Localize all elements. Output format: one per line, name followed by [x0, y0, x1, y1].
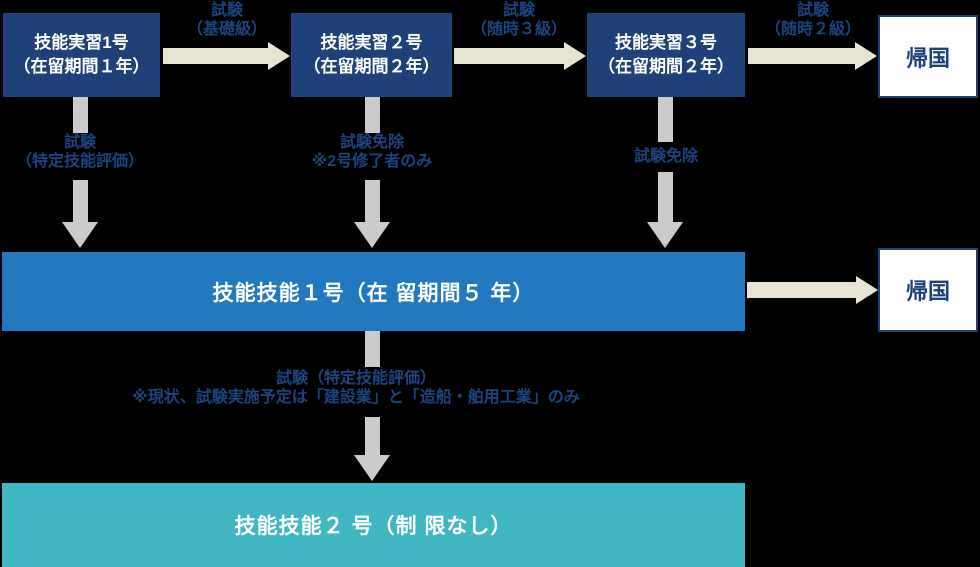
box-return-top: 帰国	[878, 15, 978, 98]
arrow-down-2-icon	[354, 180, 390, 248]
box-ginou-jisshu-1-line1: 技能実習1号	[34, 33, 129, 53]
arrow-shaft	[747, 282, 856, 298]
arrow-head	[856, 276, 878, 304]
box-return-top-label: 帰国	[905, 45, 950, 71]
label-exam-exempt-3: 試験免除	[634, 147, 698, 166]
label-exam-grade2-line1: 試験	[796, 2, 830, 19]
box-ginou-jisshu-2: 技能実習２号 （在留期間２年）	[291, 13, 452, 97]
box-ginou-jisshu-3-line1: 技能実習３号	[615, 33, 717, 53]
arrow-shaft	[748, 48, 855, 64]
label-exam-tokutei-note-line1: 試験（特定技能評価）	[275, 370, 436, 387]
arrow-right-exam-grade2-icon	[748, 42, 877, 70]
label-exam-exempt-2: 試験免除 ※2号修了者のみ	[312, 133, 432, 171]
arrow-head	[268, 42, 290, 70]
label-exam-grade3-line2: （随時３級）	[470, 21, 568, 38]
label-exam-exempt-2-line2: ※2号修了者のみ	[311, 153, 433, 170]
box-ginou-jisshu-3-line2: （在留期間２年）	[598, 57, 734, 76]
box-tokutei-ginou-2: 技能技能２ 号（制 限なし）	[2, 483, 745, 567]
label-exam-tokutei-line2: （特定技能評価）	[15, 153, 145, 170]
arrow-right-exam-basic-icon	[163, 42, 290, 70]
arrow-right-exam-grade3-icon	[454, 42, 586, 70]
arrow-down-3-icon	[647, 172, 683, 248]
arrow-down-3-upper-shaft	[658, 97, 673, 142]
arrow-shaft	[163, 48, 268, 64]
box-tokutei-ginou-1-label: 技能技能１号（在 留期間５ 年）	[212, 281, 535, 305]
label-exam-grade3-line1: 試験	[502, 2, 536, 19]
arrow-down-4-upper-shaft	[365, 331, 380, 367]
label-exam-basic-line1: 試験	[210, 2, 244, 19]
arrow-head	[564, 42, 586, 70]
arrow-right-return-icon	[747, 276, 878, 304]
arrow-head	[855, 42, 877, 70]
label-exam-tokutei-hyouka: 試験 （特定技能評価）	[16, 133, 144, 171]
arrow-down-2-upper-shaft	[365, 97, 380, 133]
box-tokutei-ginou-2-label: 技能技能２ 号（制 限なし）	[234, 515, 513, 538]
label-exam-tokutei-note-line2: ※現状、試験実施予定は「建設業」と「造船・舶用工業」のみ	[132, 389, 580, 406]
label-exam-exempt-2-line1: 試験免除	[339, 134, 404, 151]
arrow-shaft	[72, 180, 88, 222]
arrow-shaft	[364, 180, 380, 222]
arrow-head	[354, 455, 390, 481]
arrow-head	[62, 222, 98, 248]
box-ginou-jisshu-1: 技能実習1号 （在留期間１年）	[3, 13, 160, 97]
arrow-down-4-icon	[354, 417, 390, 481]
label-exam-grade2-line2: （随時２級）	[764, 21, 862, 38]
box-tokutei-ginou-1: 技能技能１号（在 留期間５ 年）	[2, 252, 745, 331]
label-exam-exempt-3-line1: 試験免除	[633, 148, 699, 165]
label-exam-tokutei-note: 試験（特定技能評価） ※現状、試験実施予定は「建設業」と「造船・舶用工業」のみ	[132, 369, 580, 407]
box-return-middle: 帰国	[878, 248, 978, 332]
arrow-shaft	[454, 48, 564, 64]
box-ginou-jisshu-3: 技能実習３号 （在留期間２年）	[587, 13, 745, 97]
box-ginou-jisshu-2-line1: 技能実習２号	[320, 33, 423, 53]
label-exam-basic-line2: （基礎級）	[186, 21, 268, 38]
arrow-shaft	[657, 172, 673, 222]
arrow-down-1-upper-shaft	[73, 97, 88, 133]
label-exam-grade3: 試験 （随時３級）	[471, 1, 567, 39]
box-ginou-jisshu-2-line2: （在留期間２年）	[303, 57, 440, 76]
label-exam-tokutei-line1: 試験	[63, 134, 97, 151]
label-exam-basic: 試験 （基礎級）	[187, 1, 267, 39]
arrow-head	[647, 222, 683, 248]
arrow-shaft	[364, 417, 380, 455]
arrow-down-1-icon	[62, 180, 98, 248]
box-return-middle-label: 帰国	[905, 279, 950, 304]
arrow-head	[354, 222, 390, 248]
label-exam-grade2: 試験 （随時２級）	[765, 1, 861, 39]
box-ginou-jisshu-1-line2: （在留期間１年）	[13, 57, 150, 76]
